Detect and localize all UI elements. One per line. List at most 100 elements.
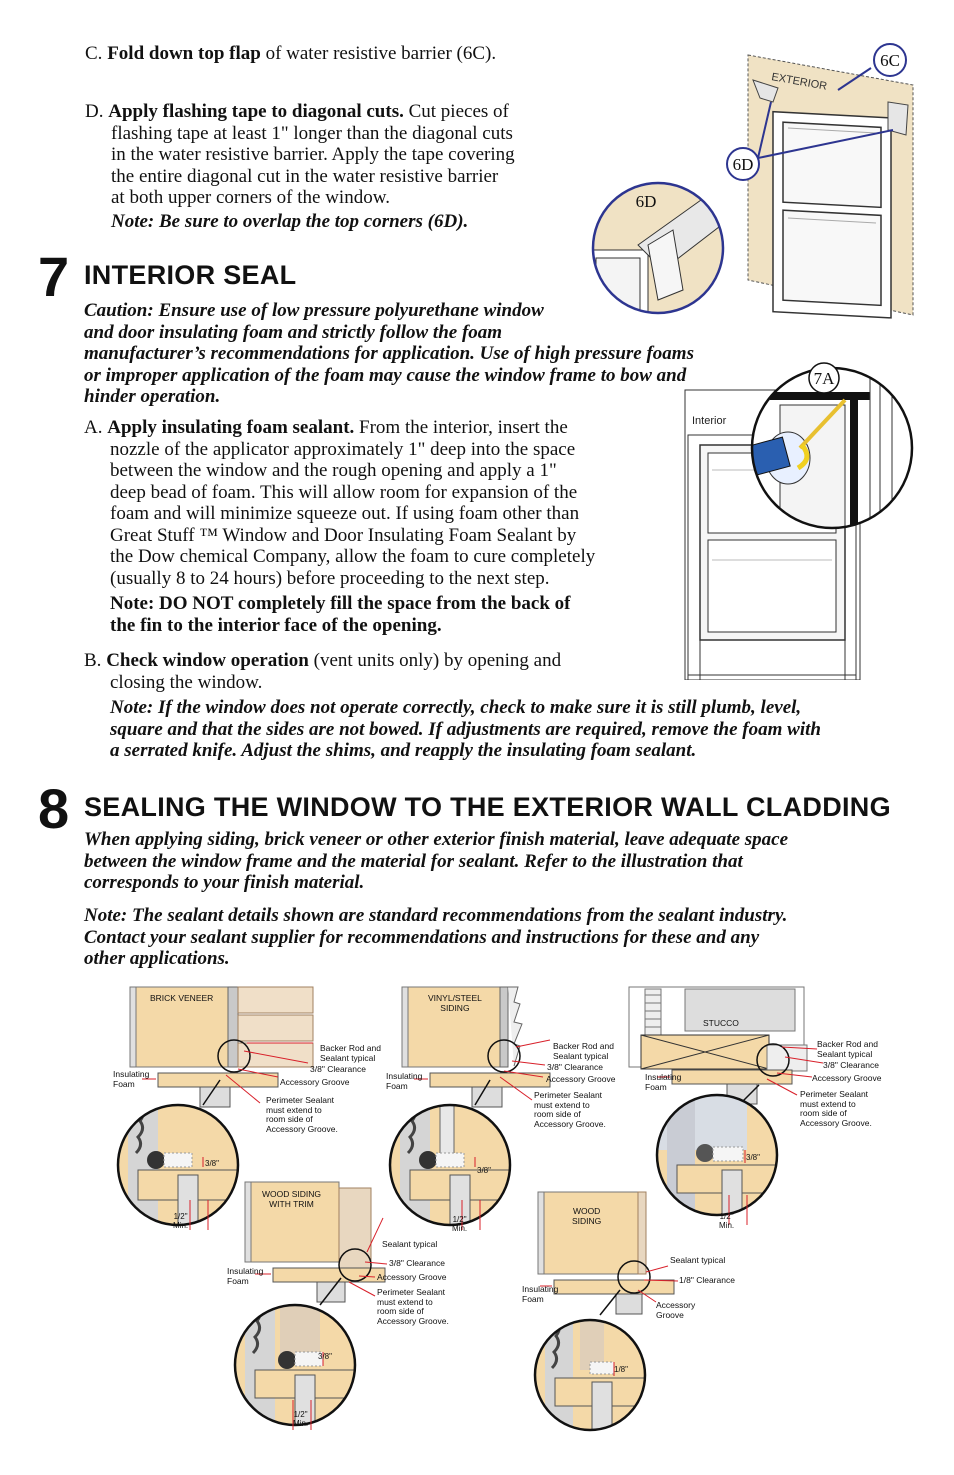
caution-line: and door insulating foam and strictly fo… [84, 321, 503, 343]
wood-title-line: WOOD [572, 1206, 601, 1216]
vinyl-dim-line: Min. [452, 1224, 468, 1233]
wood-groove-line: Accessory [656, 1300, 696, 1310]
note-line: Note: The sealant details shown are stan… [84, 905, 788, 926]
step-7a-line: nozzle of the applicator approximately 1… [110, 438, 576, 460]
caution-line: or improper application of the foam may … [84, 364, 687, 386]
vinyl-foam-line: Foam [386, 1080, 408, 1091]
brick-perim-line: Accessory Groove. [266, 1123, 338, 1134]
brick-clearance: 3/8" Clearance [310, 1064, 366, 1074]
step-8-note: Note: The sealant details shown are stan… [84, 905, 924, 970]
brick-groove: Accessory Groove [280, 1077, 350, 1087]
figure-7a-interior-foam: Interior 7A [684, 362, 914, 680]
intro-line: between the window frame and the materia… [84, 850, 743, 872]
woodtrim-dim-1-2: 1/2"Min. [293, 1410, 308, 1428]
caution-line: Caution: Ensure use of low pressure poly… [84, 300, 544, 321]
step-8-number: 8 [38, 777, 70, 840]
vinyl-perim-line: room side of [534, 1109, 581, 1119]
step-d-letter: D. [85, 101, 104, 122]
callout-6d-circle [726, 147, 760, 181]
brick-dim-1-2: 1/2"Min. [173, 1212, 188, 1230]
callout-7a: 7A [814, 369, 836, 388]
step-7b-heading: Check window operation [106, 650, 309, 671]
stucco-clearance: 3/8" Clearance [823, 1060, 879, 1070]
step-7b-note-line: a serrated knife. Adjust the shims, and … [110, 740, 697, 761]
wood-foam-line: Foam [522, 1293, 544, 1304]
wood-foam-line: Insulating [522, 1284, 559, 1294]
caution-line: manufacturer’s recommendations for appli… [84, 343, 694, 364]
figure-6-window-flashing: EXTERIOR 6C 6D 6D [591, 43, 914, 319]
woodtrim-perim-line: must extend to [377, 1296, 433, 1307]
detail-vinyl-steel-siding [388, 986, 551, 1230]
woodtrim-sealant: Sealant typical [382, 1239, 438, 1249]
woodtrim-clearance: 3/8" Clearance [389, 1258, 445, 1268]
woodtrim-perim-line: room side of [377, 1306, 424, 1316]
brick-perim-line: Perimeter Sealant [266, 1095, 335, 1105]
callout-6c: 6C [880, 51, 900, 70]
callout-6d-small: 6D [733, 155, 754, 174]
woodtrim-dim-line: 1/2" [293, 1410, 308, 1419]
brick-foam-line: Foam [113, 1078, 135, 1089]
caution-line: hinder operation. [84, 386, 221, 407]
step-7a-letter: A. [84, 417, 103, 438]
stucco-dim-line: Min. [719, 1221, 735, 1230]
brick-perim-line: must extend to [266, 1104, 322, 1115]
step-d-line: in the water resistive barrier. Apply th… [111, 144, 515, 165]
step-7a-line: Great Stuff ™ Window and Door Insulating… [110, 524, 577, 546]
step-7a: A. Apply insulating foam sealant. From t… [84, 417, 654, 636]
step-d-line: the entire diagonal cut in the water res… [111, 165, 499, 187]
vinyl-backer-line: Sealant typical [553, 1050, 609, 1061]
woodtrim-dim-line: Min. [293, 1419, 309, 1428]
stucco-backer-line: Backer Rod and [817, 1039, 878, 1049]
stucco-perim-line: Accessory Groove. [800, 1117, 872, 1128]
callout-7a-circle [808, 362, 840, 394]
woodtrim-title-line: WOOD SIDING [262, 1189, 322, 1199]
brick-dim-line: Min. [173, 1221, 189, 1230]
step-7a-line: foam and will minimize squeeze out. If u… [110, 503, 580, 524]
stucco-foam-line: Foam [645, 1081, 667, 1092]
step-7b-note: Note: If the window does not operate cor… [110, 697, 930, 762]
detail-wood-siding-with-trim [233, 1181, 388, 1430]
brick-perim-line: room side of [266, 1114, 313, 1124]
step-7a-line: deep bead of foam. This will allow room … [110, 481, 578, 503]
step-c-letter: C. [85, 43, 103, 64]
callout-6d-large: 6D [636, 192, 657, 211]
wood-dim-1-8: 1/8" [614, 1365, 628, 1374]
step-7a-note: Note: DO NOT completely fill the space f… [110, 593, 571, 614]
note-line: Contact your sealant supplier for recomm… [84, 926, 760, 948]
stucco-dim-line: 1/2" [719, 1212, 734, 1221]
callout-6c-circle [873, 43, 907, 77]
step-c: C. Fold down top flap of water resistive… [85, 43, 565, 65]
step-7a-note: the fin to the interior face of the open… [110, 614, 442, 636]
woodtrim-perim-line: Accessory Groove. [377, 1315, 449, 1326]
step-d: D. Apply flashing tape to diagonal cuts.… [85, 101, 555, 232]
step-7b-line: (vent units only) by opening and [308, 650, 562, 671]
brick-backer-line: Sealant typical [320, 1052, 376, 1063]
vinyl-dim-line: 1/2" [452, 1215, 467, 1224]
step-d-note: Note: Be sure to overlap the top corners… [111, 210, 469, 232]
woodtrim-groove: Accessory Groove [377, 1272, 447, 1282]
vinyl-perim-line: Accessory Groove. [534, 1118, 606, 1129]
vinyl-backer-line: Backer Rod and [553, 1041, 614, 1051]
woodtrim-perim-line: Perimeter Sealant [377, 1287, 446, 1297]
stucco-dim-3-8: 3/8" [746, 1153, 760, 1162]
stucco-backer-line: Sealant typical [817, 1048, 873, 1059]
brick-dim-3-8: 3/8" [205, 1159, 219, 1168]
stucco-title: STUCCO [703, 1018, 739, 1028]
detail-wood-siding [533, 1191, 679, 1432]
brick-title: BRICK VENEER [150, 993, 214, 1003]
wood-clearance: 1/8" Clearance [679, 1275, 735, 1285]
wood-groove-line: Groove [656, 1309, 684, 1320]
stucco-foam-line: Insulating [645, 1072, 682, 1082]
brick-backer-line: Backer Rod and [320, 1043, 381, 1053]
vinyl-foam-line: Insulating [386, 1071, 423, 1081]
stucco-groove: Accessory Groove [812, 1073, 882, 1083]
step-c-heading: Fold down top flap [107, 43, 261, 64]
